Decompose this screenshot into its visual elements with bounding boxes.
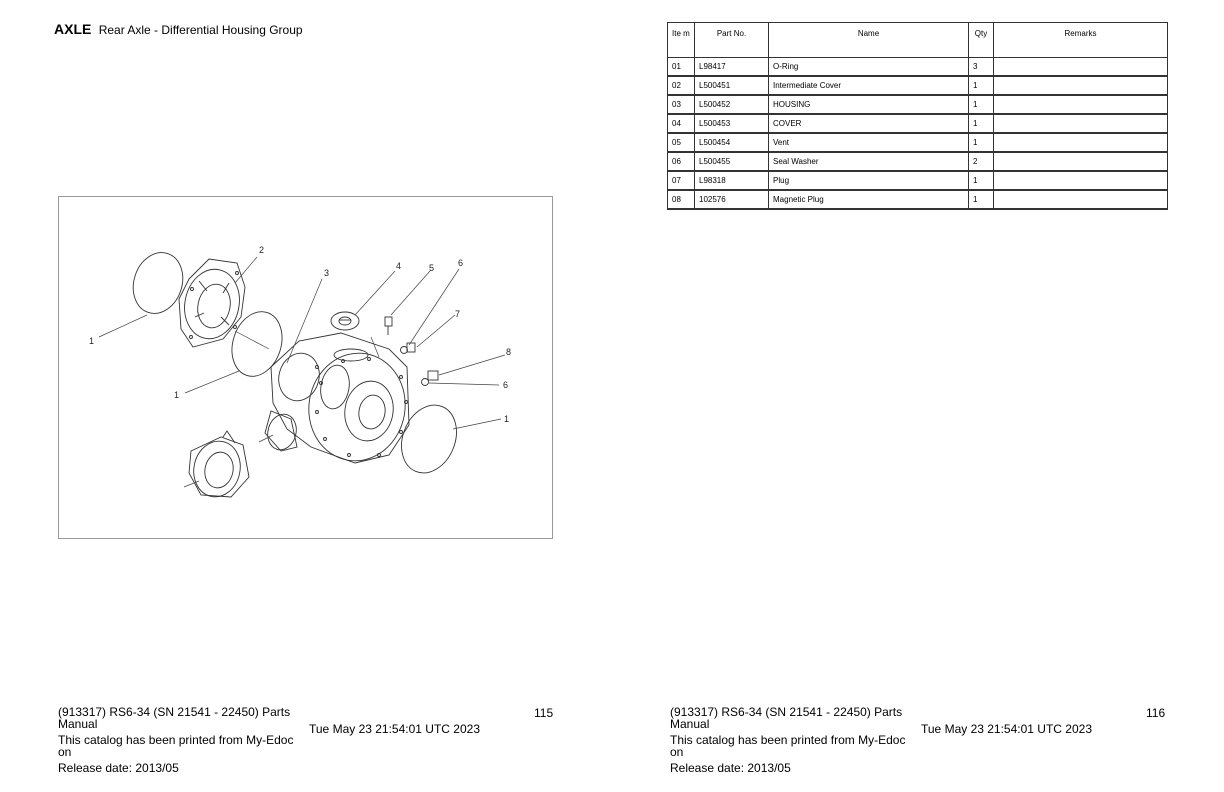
plug-drawing: [400, 342, 416, 354]
cell-remarks: [993, 189, 1168, 210]
page-number: 115: [534, 706, 554, 720]
callout-label: 7: [455, 309, 460, 319]
exploded-view-figure: 1 2 1 3 4 5 6 7 8 6 1: [58, 196, 553, 539]
col-header-remarks: Remarks: [993, 22, 1168, 58]
cell-part-no: L500453: [694, 113, 769, 134]
cell-part-no: L500451: [694, 75, 769, 96]
cell-item: 03: [667, 94, 695, 115]
parts-table: Ite m Part No. Name Qty Remarks 01 L9841…: [667, 22, 1168, 210]
bottom-flange-drawing: [188, 430, 250, 498]
o-ring-drawing: [132, 252, 184, 314]
cell-name: HOUSING: [768, 94, 969, 115]
footer-right: (913317) RS6-34 (SN 21541 - 22450) Parts…: [670, 706, 915, 774]
col-header-name: Name: [768, 22, 969, 58]
callout-label: 1: [174, 390, 179, 400]
cell-part-no: L98318: [694, 170, 769, 191]
table-row: 02 L500451 Intermediate Cover 1: [667, 75, 1168, 96]
cell-part-no: 102576: [694, 189, 769, 210]
footer-catalog-note: This catalog has been printed from My-Ed…: [670, 733, 906, 759]
cell-name: Plug: [768, 170, 969, 191]
callout-label: 2: [259, 245, 264, 255]
o-ring-drawing: [231, 311, 283, 377]
callout-label: 6: [458, 258, 463, 268]
housing-drawing: [264, 332, 410, 464]
footer-timestamp: Tue May 23 21:54:01 UTC 2023: [309, 722, 480, 736]
page-title: AXLE Rear Axle - Differential Housing Gr…: [54, 21, 303, 37]
cell-name: COVER: [768, 113, 969, 134]
cell-qty: 1: [968, 113, 994, 134]
col-header-item: Ite m: [667, 22, 695, 58]
table-row: 06 L500455 Seal Washer 2: [667, 151, 1168, 172]
differential-housing-drawing: 1 2 1 3 4 5 6 7 8 6 1: [89, 245, 511, 498]
table-header-row: Ite m Part No. Name Qty Remarks: [667, 22, 1168, 58]
callout-label: 5: [429, 263, 434, 273]
cell-item: 04: [667, 113, 695, 134]
cell-remarks: [993, 132, 1168, 153]
callout-label: 1: [89, 336, 94, 346]
cell-name: Vent: [768, 132, 969, 153]
callout-label: 8: [506, 347, 511, 357]
cell-qty: 1: [968, 75, 994, 96]
callout-label: 3: [324, 268, 329, 278]
cell-name: Intermediate Cover: [768, 75, 969, 96]
cell-remarks: [993, 151, 1168, 172]
cell-qty: 3: [968, 57, 994, 77]
cell-remarks: [993, 113, 1168, 134]
table-row: 07 L98318 Plug 1: [667, 170, 1168, 191]
callout-label: 1: [504, 414, 509, 424]
footer-release-date: Release date: 2013/05: [670, 761, 791, 775]
cell-name: Seal Washer: [768, 151, 969, 172]
leader-lines: [98, 256, 506, 488]
cell-qty: 1: [968, 94, 994, 115]
page-number: 116: [1146, 706, 1166, 720]
col-header-qty: Qty: [968, 22, 994, 58]
cell-part-no: L500455: [694, 151, 769, 172]
cell-name: Magnetic Plug: [768, 189, 969, 210]
cell-part-no: L98417: [694, 57, 769, 77]
footer-catalog-note: This catalog has been printed from My-Ed…: [58, 733, 294, 759]
cell-item: 07: [667, 170, 695, 191]
table-row: 08 102576 Magnetic Plug 1: [667, 189, 1168, 210]
col-header-part-no: Part No.: [694, 22, 769, 58]
footer-left: (913317) RS6-34 (SN 21541 - 22450) Parts…: [58, 706, 303, 774]
cell-remarks: [993, 75, 1168, 96]
cell-item: 02: [667, 75, 695, 96]
cell-item: 08: [667, 189, 695, 210]
cell-remarks: [993, 57, 1168, 77]
footer-release-date: Release date: 2013/05: [58, 761, 179, 775]
section-name: AXLE: [54, 21, 92, 37]
cell-item: 05: [667, 132, 695, 153]
footer-manual-title: (913317) RS6-34 (SN 21541 - 22450) Parts…: [58, 705, 291, 731]
callout-label: 4: [396, 261, 401, 271]
table-row: 05 L500454 Vent 1: [667, 132, 1168, 153]
intermediate-cover-drawing: [178, 258, 246, 348]
cover-drawing: [330, 311, 360, 331]
cell-part-no: L500452: [694, 94, 769, 115]
footer-manual-title: (913317) RS6-34 (SN 21541 - 22450) Parts…: [670, 705, 903, 731]
magnetic-plug-drawing: [421, 370, 439, 386]
cell-qty: 2: [968, 151, 994, 172]
cell-qty: 1: [968, 189, 994, 210]
table-row: 01 L98417 O-Ring 3: [667, 57, 1168, 77]
cell-qty: 1: [968, 132, 994, 153]
vent-drawing: [384, 316, 393, 335]
cell-item: 01: [667, 57, 695, 77]
footer-timestamp: Tue May 23 21:54:01 UTC 2023: [921, 722, 1092, 736]
callout-label: 6: [503, 380, 508, 390]
cell-item: 06: [667, 151, 695, 172]
cell-qty: 1: [968, 170, 994, 191]
table-row: 03 L500452 HOUSING 1: [667, 94, 1168, 115]
section-subtitle: Rear Axle - Differential Housing Group: [98, 23, 303, 37]
cell-name: O-Ring: [768, 57, 969, 77]
o-ring-drawing: [401, 404, 457, 474]
cell-remarks: [993, 94, 1168, 115]
table-row: 04 L500453 COVER 1: [667, 113, 1168, 134]
cell-remarks: [993, 170, 1168, 191]
cell-part-no: L500454: [694, 132, 769, 153]
